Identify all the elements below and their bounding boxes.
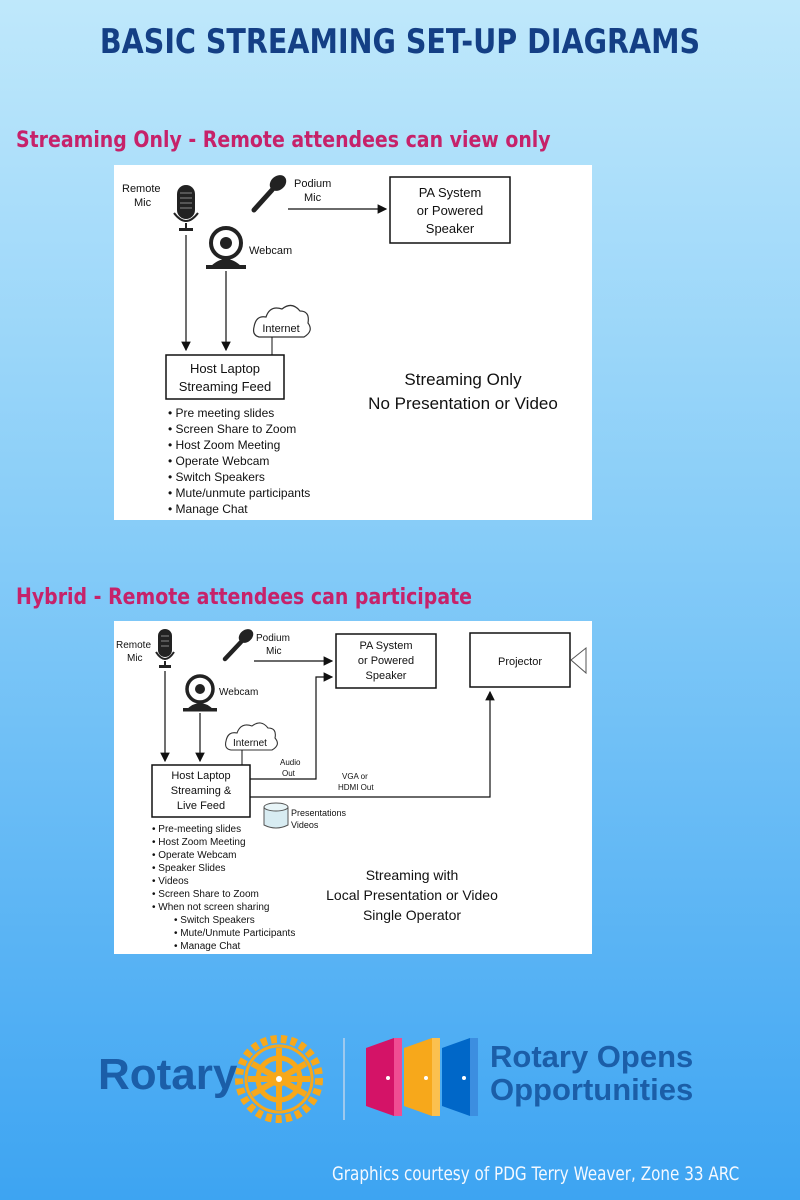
microphone-icon bbox=[155, 629, 175, 668]
list-item: • When not screen sharing bbox=[152, 902, 269, 913]
pa-system-label: Speaker bbox=[366, 670, 407, 682]
pa-system-label: PA System bbox=[419, 185, 482, 200]
podium-mic-label: Mic bbox=[266, 646, 282, 657]
rotary-opens-opportunities-text: Rotary Opens Opportunities bbox=[490, 1040, 750, 1106]
database-icon bbox=[263, 802, 289, 829]
diagram-caption: Local Presentation or Video bbox=[326, 887, 498, 903]
remote-mic-label: Remote bbox=[122, 183, 161, 195]
podium-mic-label: Mic bbox=[304, 192, 322, 204]
list-item: • Screen Share to Zoom bbox=[152, 889, 259, 900]
pa-system-box bbox=[335, 633, 437, 689]
cloud-icon bbox=[225, 722, 278, 751]
rotary-wheel-icon bbox=[235, 1035, 323, 1123]
vga-out-label: VGA or bbox=[342, 772, 368, 781]
credit-text: Graphics courtesy of PDG Terry Weaver, Z… bbox=[332, 1163, 740, 1185]
list-item: • Switch Speakers bbox=[174, 915, 255, 926]
audio-out-connector bbox=[250, 672, 334, 780]
internet-label: Internet bbox=[262, 323, 299, 335]
task-list: • Pre-meeting slides • Host Zoom Meeting… bbox=[152, 824, 295, 952]
remote-mic-label: Remote bbox=[116, 640, 151, 651]
pa-system-label: PA System bbox=[360, 640, 413, 652]
list-item: • Host Zoom Meeting bbox=[168, 438, 280, 452]
list-item: • Manage Chat bbox=[168, 502, 248, 516]
webcam-label: Webcam bbox=[249, 245, 292, 257]
host-laptop-label: Streaming Feed bbox=[179, 379, 272, 394]
vga-out-label: HDMI Out bbox=[338, 783, 374, 792]
vga-out-connector bbox=[250, 690, 495, 798]
remote-mic-label: Mic bbox=[127, 653, 143, 664]
list-item: • Manage Chat bbox=[174, 941, 241, 952]
webcam-label: Webcam bbox=[219, 687, 258, 698]
host-laptop-label: Streaming & bbox=[171, 785, 232, 797]
audio-out-label: Out bbox=[282, 769, 296, 778]
host-laptop-box bbox=[151, 764, 251, 818]
brand-line: Opportunities bbox=[490, 1072, 694, 1107]
diagram-caption: Streaming with bbox=[366, 867, 459, 883]
host-laptop-label: Host Laptop bbox=[171, 770, 230, 782]
presentations-label: Presentations bbox=[291, 808, 347, 818]
presentations-label: Videos bbox=[291, 820, 319, 830]
brand-divider bbox=[343, 1038, 345, 1120]
list-item: • Speaker Slides bbox=[152, 863, 226, 874]
diagram-caption: No Presentation or Video bbox=[368, 394, 558, 413]
brand-line: Rotary Opens bbox=[490, 1039, 694, 1074]
list-item: • Switch Speakers bbox=[168, 470, 265, 484]
list-item: • Operate Webcam bbox=[168, 454, 269, 468]
list-item: • Screen Share to Zoom bbox=[168, 422, 296, 436]
doors-logo-icon bbox=[366, 1038, 478, 1116]
podium-microphone-icon bbox=[222, 629, 254, 662]
list-item: • Videos bbox=[152, 876, 189, 887]
diagram-caption: Streaming Only bbox=[404, 370, 522, 389]
webcam-icon bbox=[206, 226, 246, 269]
internet-label: Internet bbox=[233, 738, 267, 749]
pa-system-label: or Powered bbox=[358, 655, 414, 667]
podium-mic-label: Podium bbox=[256, 633, 290, 644]
list-item: • Mute/Unmute Participants bbox=[174, 928, 295, 939]
list-item: • Pre-meeting slides bbox=[152, 824, 241, 835]
host-laptop-label: Host Laptop bbox=[190, 361, 260, 376]
host-laptop-label: Live Feed bbox=[177, 800, 225, 812]
page-title: BASIC STREAMING SET-UP DIAGRAMS bbox=[99, 22, 701, 62]
section-heading-streaming-only: Streaming Only - Remote attendees can vi… bbox=[16, 128, 551, 153]
list-item: • Operate Webcam bbox=[152, 850, 236, 861]
projector-label: Projector bbox=[498, 656, 542, 668]
microphone-icon bbox=[173, 185, 199, 231]
section-heading-hybrid: Hybrid - Remote attendees can participat… bbox=[16, 585, 472, 610]
diagram-caption: Single Operator bbox=[363, 907, 461, 923]
audio-out-label: Audio bbox=[280, 758, 301, 767]
task-list: • Pre meeting slides • Screen Share to Z… bbox=[168, 406, 310, 516]
pa-system-box bbox=[389, 176, 511, 244]
diagram-hybrid: Remote Mic Podium Mic PA System or Power… bbox=[114, 621, 592, 954]
projector-box bbox=[469, 632, 571, 688]
pa-system-label: or Powered bbox=[417, 203, 483, 218]
list-item: • Host Zoom Meeting bbox=[152, 837, 246, 848]
remote-mic-label: Mic bbox=[134, 197, 152, 209]
diagram-streaming-only: Remote Mic Podium Mic PA System or Power… bbox=[114, 165, 592, 520]
host-laptop-box bbox=[165, 354, 285, 400]
projector-lens-icon bbox=[570, 646, 587, 675]
webcam-icon bbox=[183, 674, 217, 712]
cloud-icon bbox=[252, 304, 311, 338]
pa-system-label: Speaker bbox=[426, 221, 475, 236]
rotary-wordmark: Rotary bbox=[98, 1050, 238, 1099]
list-item: • Mute/unmute participants bbox=[168, 486, 310, 500]
podium-mic-label: Podium bbox=[294, 178, 331, 190]
list-item: • Pre meeting slides bbox=[168, 406, 274, 420]
podium-microphone-icon bbox=[251, 175, 287, 213]
